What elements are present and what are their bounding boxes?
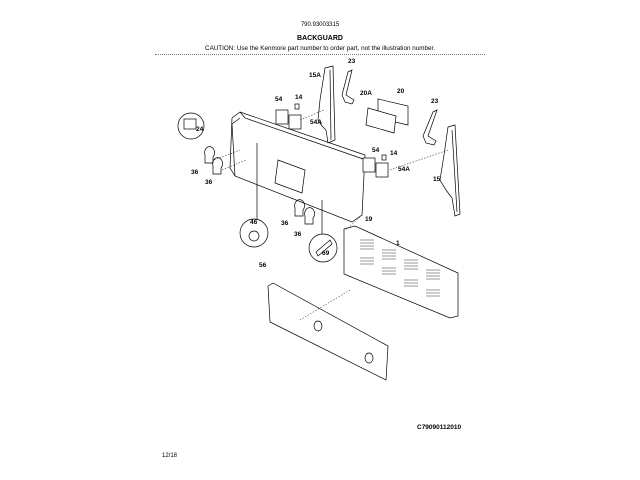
callout-36: 36: [205, 179, 213, 186]
lower-panel-56: [267, 282, 389, 381]
detail-circle-24: [177, 112, 205, 140]
callout-1: 1: [396, 240, 400, 247]
bracket-23-left: [341, 69, 355, 105]
illustration-code: C79090112010: [417, 424, 462, 431]
bracket-23-right: [422, 109, 438, 146]
callout-54A: 54A: [310, 119, 322, 126]
callout-69: 69: [322, 250, 330, 257]
knob-36: [204, 146, 215, 164]
callout-20A: 20A: [360, 90, 372, 97]
knob-36: [212, 157, 223, 175]
page-number: 12/18: [162, 453, 178, 459]
caution-note: CAUTION: Use the Kenmore part number to …: [205, 45, 435, 52]
callout-14: 14: [390, 150, 398, 157]
callout-15: 15: [433, 176, 441, 183]
callout-20: 20: [397, 88, 405, 95]
callout-54A: 54A: [398, 166, 410, 173]
callout-14: 14: [295, 94, 303, 101]
switch-54A-right: [375, 162, 389, 178]
callout-54: 54: [372, 147, 380, 154]
knob-36: [294, 199, 305, 217]
callout-23: 23: [431, 98, 439, 105]
callout-23: 23: [348, 58, 356, 65]
callout-24: 24: [196, 126, 204, 133]
overlay-20A: [365, 107, 397, 134]
callout-19: 19: [365, 216, 373, 223]
display-window: [274, 159, 306, 194]
switch-54-right: [362, 157, 376, 173]
switch-54-top: [275, 109, 289, 125]
section-title: BACKGUARD: [297, 35, 343, 42]
callout-36: 36: [281, 220, 289, 227]
header-divider: [155, 54, 485, 55]
detail-circle-46: [239, 218, 269, 248]
callout-36: 36: [294, 231, 302, 238]
callout-46: 46: [250, 219, 258, 226]
knob-36: [304, 207, 315, 225]
callout-15A: 15A: [309, 72, 321, 79]
callout-36: 36: [191, 169, 199, 176]
end-cap-15: [439, 124, 461, 217]
callout-54: 54: [275, 96, 283, 103]
callout-56: 56: [259, 262, 267, 269]
detail-circle-69: [308, 233, 338, 263]
switch-54A-top: [288, 114, 302, 130]
model-number: 790.93003315: [300, 22, 340, 28]
